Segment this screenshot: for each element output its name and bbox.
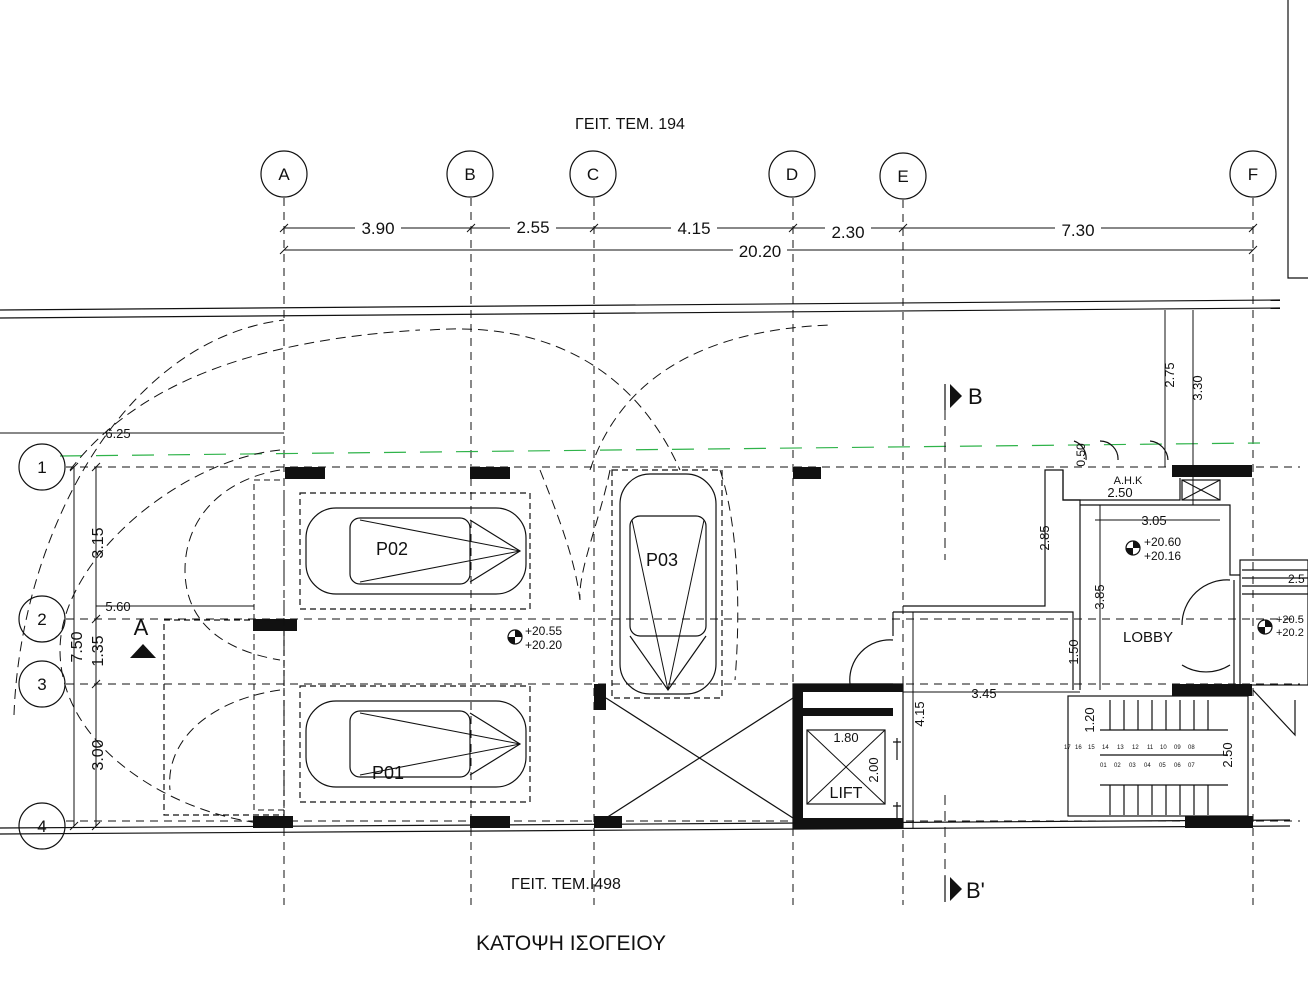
parking-bays xyxy=(163,469,723,816)
ahk-label: A.H.K xyxy=(1114,475,1143,487)
level-value: +20.16 xyxy=(1144,549,1181,563)
grid-row-label: 1 xyxy=(37,458,46,477)
section-marker-b-prime: B' xyxy=(944,795,985,903)
right-edge-details: +20.5 +20.2 2.5 xyxy=(1239,559,1308,737)
stair-number: 11 xyxy=(1147,745,1154,751)
stair-number: 03 xyxy=(1129,763,1136,769)
dim-label: 0.50 xyxy=(1074,443,1088,467)
dim-label: 2.75 xyxy=(1162,362,1177,387)
lobby-level-marker: +20.60 +20.16 xyxy=(1125,535,1181,563)
dim-label: 2.30 xyxy=(831,223,864,242)
section-label: A xyxy=(134,615,149,640)
row-grid-bubbles: 1 2 3 4 xyxy=(18,443,66,850)
grid-col-label: A xyxy=(278,165,290,184)
grid-col-label: D xyxy=(786,165,798,184)
dim-label: 3.00 xyxy=(90,739,107,770)
dim-label: 1.50 xyxy=(1066,639,1081,664)
parking-label: P01 xyxy=(372,763,404,783)
dim-label: 3.90 xyxy=(361,219,394,238)
stair-number: 08 xyxy=(1188,745,1195,751)
neighbor-bottom-label: ΓΕΙΤ. ΤΕΜ.Ι498 xyxy=(511,876,621,893)
lift-shaft: LIFT 1.80 2.00 xyxy=(792,683,904,829)
stair-number: 04 xyxy=(1144,763,1151,769)
dim-label: 1.20 xyxy=(1082,707,1097,732)
level-value: +20.60 xyxy=(1144,535,1181,549)
grid-col-label: C xyxy=(587,165,599,184)
dim-label: 1.35 xyxy=(90,635,107,666)
level-value: +20.2 xyxy=(1276,627,1304,639)
dim-label: 1.80 xyxy=(833,730,858,745)
level-value: +20.20 xyxy=(525,638,562,652)
lobby-label: LOBBY xyxy=(1123,629,1173,646)
stair-number: 16 xyxy=(1075,745,1082,751)
dim-label: 4.15 xyxy=(912,701,927,726)
stair-number: 17 xyxy=(1064,745,1071,751)
car-p02: P02 xyxy=(305,507,527,595)
grid-row-label: 2 xyxy=(37,610,46,629)
dim-label: 3.30 xyxy=(1190,375,1205,400)
dim-total-label: 20.20 xyxy=(739,242,782,261)
level-value: +20.5 xyxy=(1276,614,1304,626)
dim-label: 6.25 xyxy=(105,426,130,441)
stair-numbers: 17 16 15 14 13 12 11 10 09 08 01 02 03 0… xyxy=(1064,745,1195,769)
section-marker-a: A xyxy=(130,615,156,658)
grid-row-label: 4 xyxy=(37,817,46,836)
dim-label: 4.15 xyxy=(677,219,710,238)
dim-left-total: 7.50 xyxy=(69,631,86,662)
adjacent-building-outline xyxy=(1287,0,1308,279)
dim-label: 2.85 xyxy=(1037,525,1052,550)
level-value: +20.55 xyxy=(525,624,562,638)
structural-columns xyxy=(253,465,1253,828)
stair-number: 05 xyxy=(1159,763,1166,769)
car-p03: P03 xyxy=(619,473,717,695)
turning-arcs xyxy=(13,319,831,826)
column-grid-bubbles: A B C D E F xyxy=(260,150,1277,200)
stair-number: 10 xyxy=(1160,745,1167,751)
section-label: B xyxy=(968,384,983,409)
staircase: 1.20 2.50 xyxy=(1067,695,1249,817)
section-marker-b: B xyxy=(944,384,983,560)
grid-col-label: B xyxy=(464,165,475,184)
stair-number: 07 xyxy=(1188,763,1195,769)
stair-number: 14 xyxy=(1102,745,1109,751)
dim-label: 2.50 xyxy=(1220,742,1235,767)
grid-col-label: E xyxy=(897,167,908,186)
lobby-walls: LOBBY A.H.K 2.50 0.50 3.05 2.85 3.85 1.5… xyxy=(849,310,1240,828)
section-label: B' xyxy=(966,878,985,903)
dim-label: 3.85 xyxy=(1092,584,1107,609)
dim-label: 3.15 xyxy=(90,527,107,558)
grid-row-label: 3 xyxy=(37,675,46,694)
dim-label: 3.05 xyxy=(1141,513,1166,528)
parking-label: P03 xyxy=(646,550,678,570)
dim-label: 2.50 xyxy=(1107,485,1132,500)
stair-number: 13 xyxy=(1117,745,1124,751)
drawing-title: ΚΑΤΟΨΗ ΙΣΟΓΕΙΟΥ xyxy=(476,932,666,955)
stair-number: 02 xyxy=(1114,763,1121,769)
top-dimension-chain: 3.90 2.55 4.15 2.30 7.30 20.20 xyxy=(279,218,1258,261)
stair-number: 09 xyxy=(1174,745,1181,751)
car-p01: P01 xyxy=(305,700,527,788)
dim-label: 3.45 xyxy=(971,686,996,701)
dim-label: 7.30 xyxy=(1061,221,1094,240)
stair-number: 01 xyxy=(1100,763,1107,769)
neighbor-top-label: ΓΕΙΤ. ΤΕΜ. 194 xyxy=(575,116,685,133)
dim-label: 5.60 xyxy=(105,599,130,614)
parking-level-marker: +20.55 +20.20 xyxy=(507,624,562,652)
left-dimension-chain: 3.15 1.35 3.00 7.50 6.25 5.60 xyxy=(0,426,284,831)
stair-number: 15 xyxy=(1088,745,1095,751)
dim-label: 2.5 xyxy=(1288,572,1305,586)
dim-label: 2.55 xyxy=(516,218,549,237)
grid-col-label: F xyxy=(1248,165,1258,184)
stair-number: 06 xyxy=(1174,763,1181,769)
dim-label: 2.00 xyxy=(866,757,881,782)
parking-label: P02 xyxy=(376,539,408,559)
lift-label: LIFT xyxy=(830,785,863,802)
stair-number: 12 xyxy=(1132,745,1139,751)
ramp-area xyxy=(605,697,794,819)
